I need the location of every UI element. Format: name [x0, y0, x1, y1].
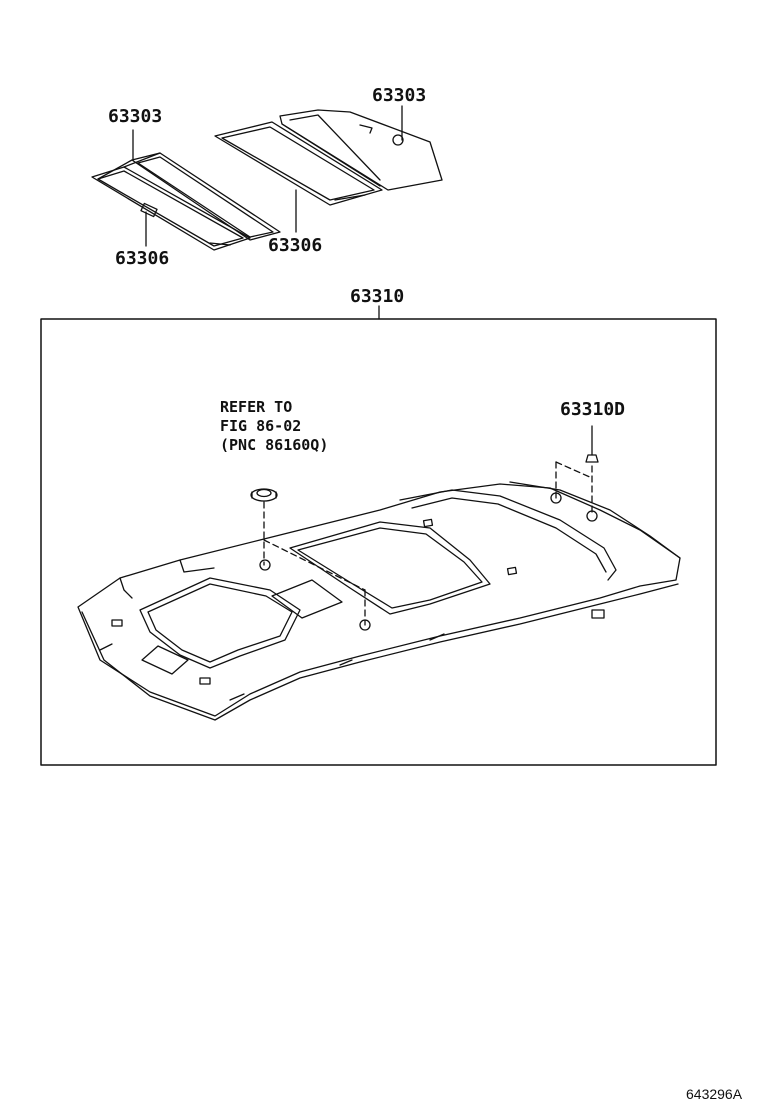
refer-clip-part	[250, 488, 278, 502]
headlining-frame	[40, 318, 717, 766]
label-63303-right: 63303	[372, 85, 427, 106]
label-63310: 63310	[350, 286, 405, 307]
refer-note-line3: (PNC 86160Q)	[220, 435, 329, 454]
assembly-dashed-lines	[263, 461, 593, 626]
sunvisor-panel-right	[214, 109, 443, 206]
label-63306-left: 63306	[115, 248, 170, 269]
refer-note: REFER TO FIG 86-02 (PNC 86160Q)	[220, 398, 328, 454]
label-63310D: 63310D	[560, 399, 626, 420]
clip-63310D-part	[585, 425, 599, 463]
label-63306-right: 63306	[268, 235, 323, 256]
sunvisor-panel-left	[91, 152, 281, 251]
refer-note-line2: FIG 86-02	[220, 416, 302, 435]
refer-note-line1: REFER TO	[220, 398, 293, 416]
label-63303-left: 63303	[108, 106, 163, 127]
diagram-code: 643296A	[686, 1086, 743, 1102]
headlining-body	[77, 481, 681, 721]
